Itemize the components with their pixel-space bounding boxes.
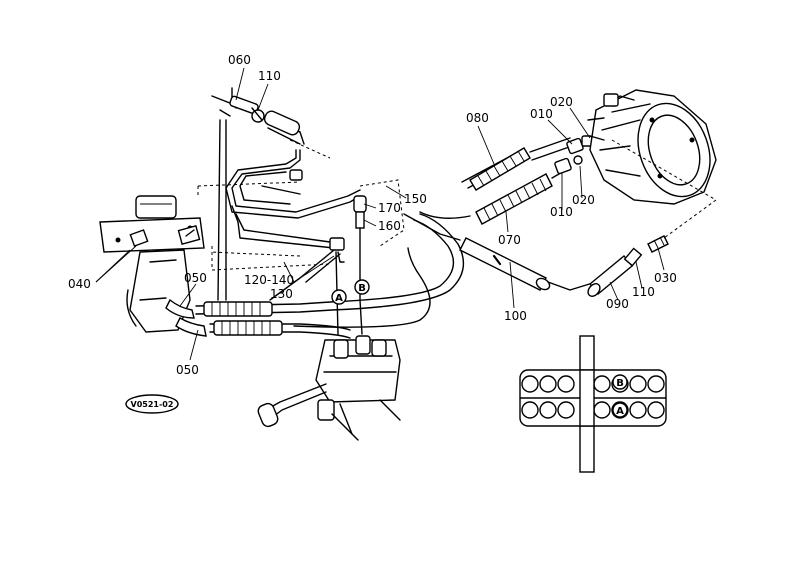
control-valve [257, 335, 401, 441]
hose-050-upper [195, 213, 465, 317]
port-marker-label: B [616, 378, 624, 389]
pump-assembly [99, 195, 207, 337]
hose-090 [587, 247, 643, 297]
part-label: 030 [654, 271, 677, 285]
hose-100 [403, 213, 597, 291]
part-label: 120-140 [244, 273, 294, 287]
part-label: 130 [270, 287, 293, 301]
drawing-code: V0521-02 [131, 400, 174, 409]
part-label: 110 [258, 69, 281, 83]
leader-lines [95, 67, 717, 361]
part-label: 040 [68, 277, 91, 291]
part-label: 170 [378, 201, 401, 215]
hose-070 [419, 169, 567, 225]
port-marker-label: A [616, 406, 624, 417]
part-label: 100 [504, 309, 527, 323]
part-label: 060 [228, 53, 251, 67]
part-label: 020 [550, 95, 573, 109]
port-marker-b-main: B [354, 279, 370, 295]
part-label: 160 [378, 219, 401, 233]
part-label: 020 [572, 193, 595, 207]
pipe-060 [251, 107, 331, 159]
part-label: 050 [176, 363, 199, 377]
port-marker-label: B [358, 283, 366, 294]
fitting-010-020-upper [566, 135, 593, 155]
travel-motor [587, 89, 717, 205]
port-marker-label: A [335, 293, 343, 304]
fitting-030 [647, 235, 669, 253]
part-label: 080 [466, 111, 489, 125]
hose-080 [461, 137, 573, 191]
pipe-bundle-120-140 [211, 87, 361, 301]
port-marker-a-valve: A [612, 402, 628, 418]
hose-050-lower [209, 247, 431, 339]
part-label: 110 [632, 285, 655, 299]
fitting-010-020-lower [554, 155, 583, 175]
part-label: 010 [550, 205, 573, 219]
part-label: 050 [184, 271, 207, 285]
port-marker-a-main: A [331, 289, 347, 305]
part-label: 070 [498, 233, 521, 247]
part-label: 010 [530, 107, 553, 121]
drawing-code-badge: V0521-02 [125, 394, 179, 414]
part-labels: 060 110 080 010 020 150 170 160 010 020 … [68, 53, 677, 377]
valve-section-view [519, 335, 667, 473]
port-marker-b-valve: B [612, 374, 628, 390]
part-label: 090 [606, 297, 629, 311]
part-label: 150 [404, 192, 427, 206]
